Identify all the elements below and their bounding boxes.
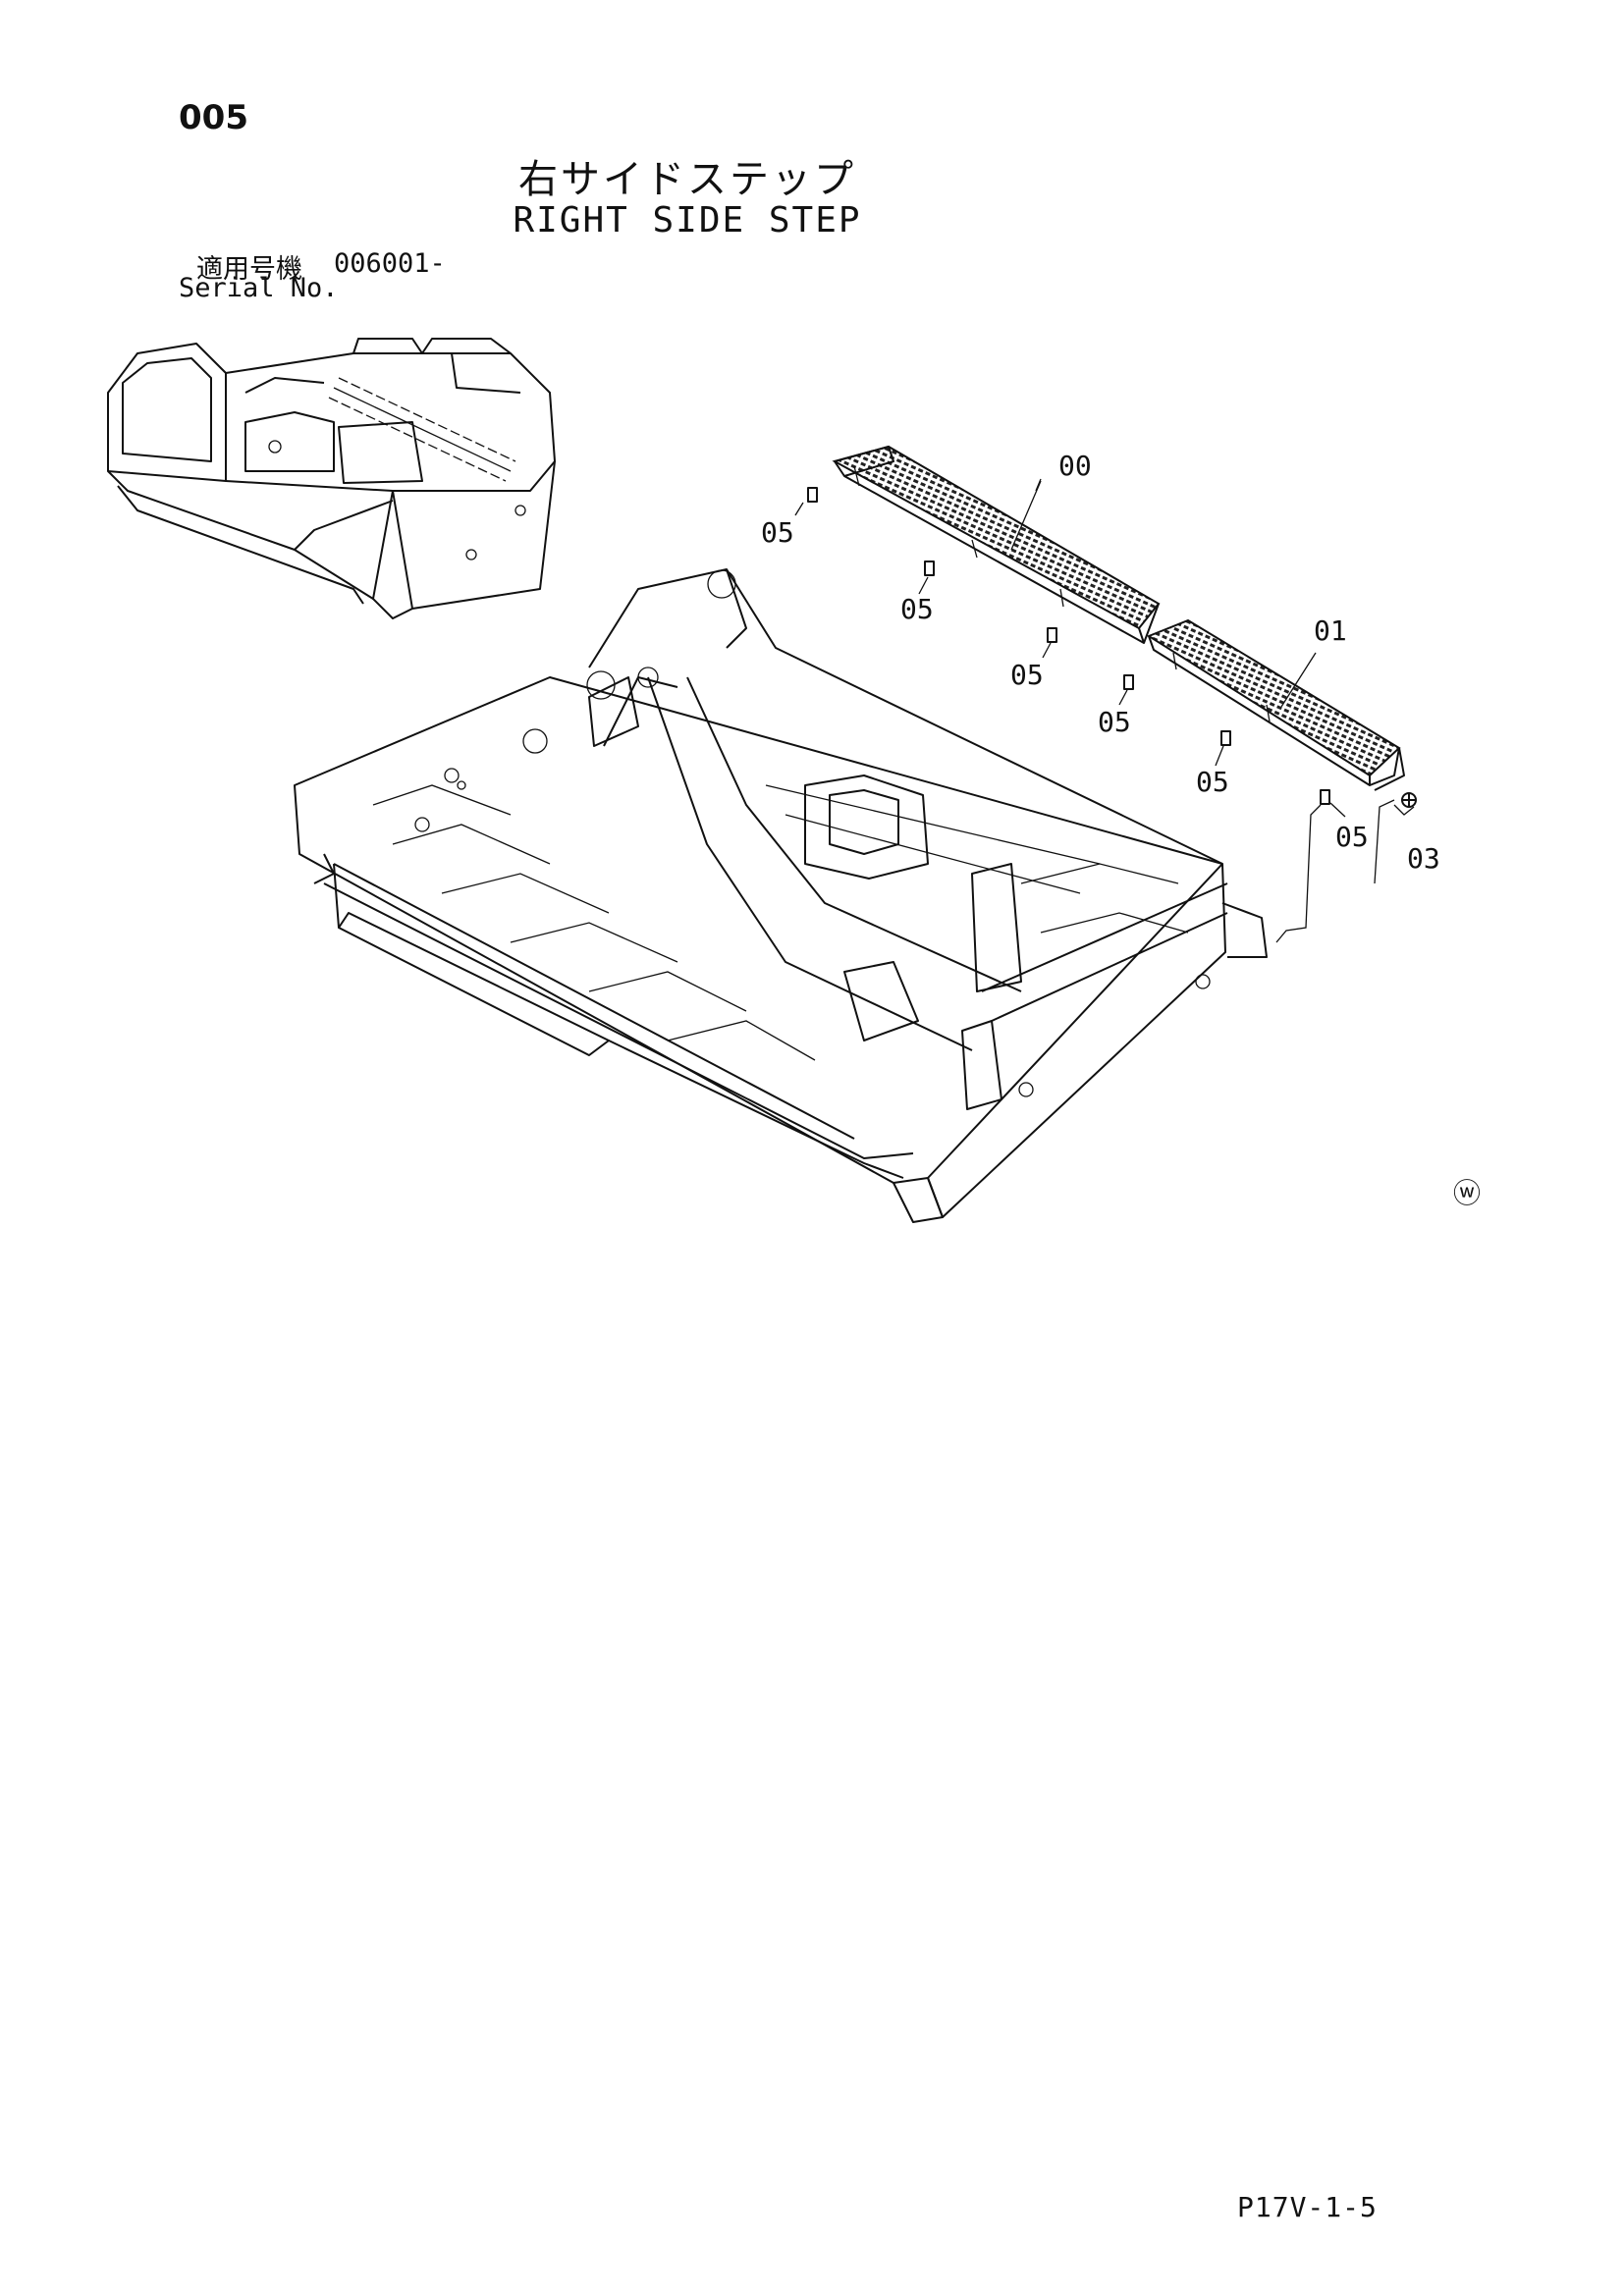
footer-page-code: P17V-1-5 bbox=[1237, 2191, 1378, 2223]
machine-location-thumbnail bbox=[107, 338, 556, 619]
callout-labels: 00 01 03 05 05 05 05 05 05 ⓦ bbox=[761, 450, 1481, 1209]
leader-lines bbox=[794, 478, 1415, 943]
callout-05-c: 05 bbox=[1010, 659, 1044, 691]
callout-00: 00 bbox=[1058, 450, 1092, 482]
callout-05-d: 05 bbox=[1098, 706, 1131, 738]
serial-label-japanese: 適用号機 bbox=[196, 254, 302, 285]
callout-01: 01 bbox=[1314, 614, 1347, 647]
step-part-00 bbox=[832, 445, 1161, 644]
title-japanese: 右サイドステップ bbox=[518, 157, 856, 202]
parts-exploded-diagram: 00 01 03 05 05 05 05 05 05 ⓦ bbox=[107, 338, 1481, 1223]
callout-05-f: 05 bbox=[1335, 821, 1369, 853]
callout-05-b: 05 bbox=[900, 593, 934, 625]
w-symbol: ⓦ bbox=[1453, 1177, 1481, 1209]
step-part-01 bbox=[1146, 618, 1405, 791]
revolving-frame bbox=[294, 568, 1268, 1223]
callout-03: 03 bbox=[1407, 842, 1440, 875]
callout-05-e: 05 bbox=[1196, 766, 1229, 798]
serial-label-english: Serial No. bbox=[179, 273, 339, 303]
page-number: 005 bbox=[179, 98, 248, 137]
callout-05-a: 05 bbox=[761, 516, 794, 549]
serial-number-value: 006001- bbox=[334, 248, 446, 279]
bolt-part-03 bbox=[1401, 792, 1417, 808]
title-english: RIGHT SIDE STEP bbox=[513, 200, 862, 240]
clip-parts-05 bbox=[807, 487, 1330, 805]
